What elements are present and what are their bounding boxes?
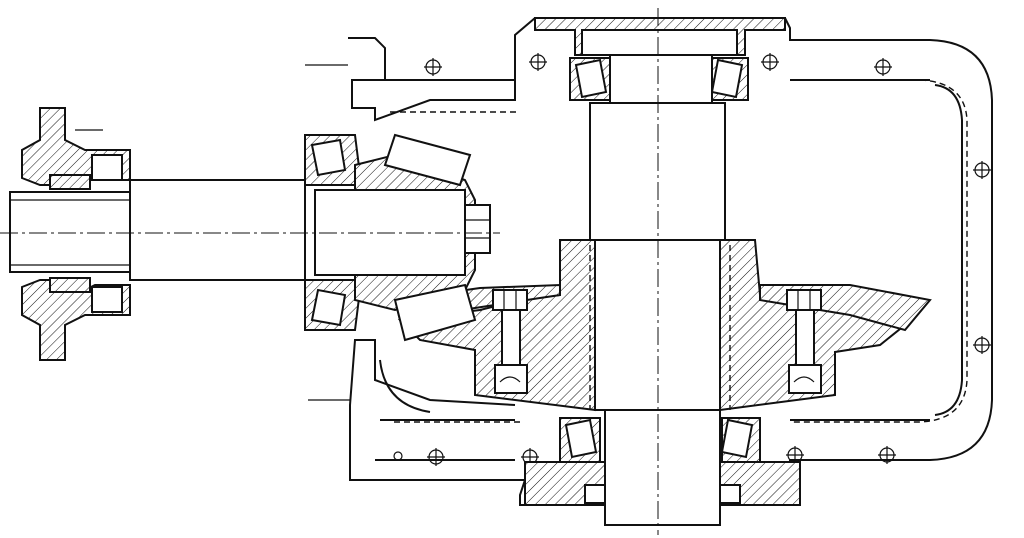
top-right-roller <box>710 58 744 99</box>
bolt-hole <box>427 448 445 466</box>
pinion-housing <box>304 134 362 331</box>
bottom-seal-left <box>584 484 606 504</box>
bolt-hole <box>874 58 892 76</box>
bottom-left-roller <box>564 418 598 459</box>
right-gear-bolt <box>786 289 822 394</box>
bolt-hole <box>973 336 991 354</box>
pinion-bearing-bottom <box>310 288 347 327</box>
flange-seal-bottom <box>49 277 91 293</box>
flange-bearing-bottom <box>91 286 123 313</box>
top-bearing-assembly <box>534 17 786 101</box>
housing-inner-contour <box>390 79 968 423</box>
bolt-hole <box>424 58 442 76</box>
bolt-hole <box>973 161 991 179</box>
pinion-nut <box>464 204 491 254</box>
output-shaft-upper <box>609 54 713 104</box>
inner-right-wall <box>934 84 963 416</box>
bottom-seal-right <box>719 484 741 504</box>
input-shaft <box>9 179 306 281</box>
flange-bearing-top <box>91 154 123 181</box>
pinion-bearing-top <box>310 138 347 177</box>
bolt-hole <box>761 53 779 71</box>
input-shaft-body <box>129 179 306 281</box>
bottom-right-roller <box>720 418 754 459</box>
pinion-upper-teeth <box>383 133 472 187</box>
bolt-hole <box>529 53 547 71</box>
bolt-hole <box>393 451 403 461</box>
coupling-flange <box>21 107 131 361</box>
input-shaft-left <box>9 191 131 273</box>
flange-seal-top <box>49 174 91 190</box>
bottom-bearing-assembly <box>524 417 801 506</box>
bolt-holes <box>393 53 991 466</box>
center-lines <box>0 8 731 535</box>
top-cap-inner <box>581 29 738 56</box>
bolt-hole <box>878 446 896 464</box>
inner-left-wall <box>379 359 431 413</box>
crown-bore <box>594 239 721 411</box>
top-left-roller <box>574 58 608 99</box>
gear-bolts <box>492 289 822 394</box>
left-gear-bolt <box>492 289 528 394</box>
pinion-lower-teeth <box>393 283 477 342</box>
